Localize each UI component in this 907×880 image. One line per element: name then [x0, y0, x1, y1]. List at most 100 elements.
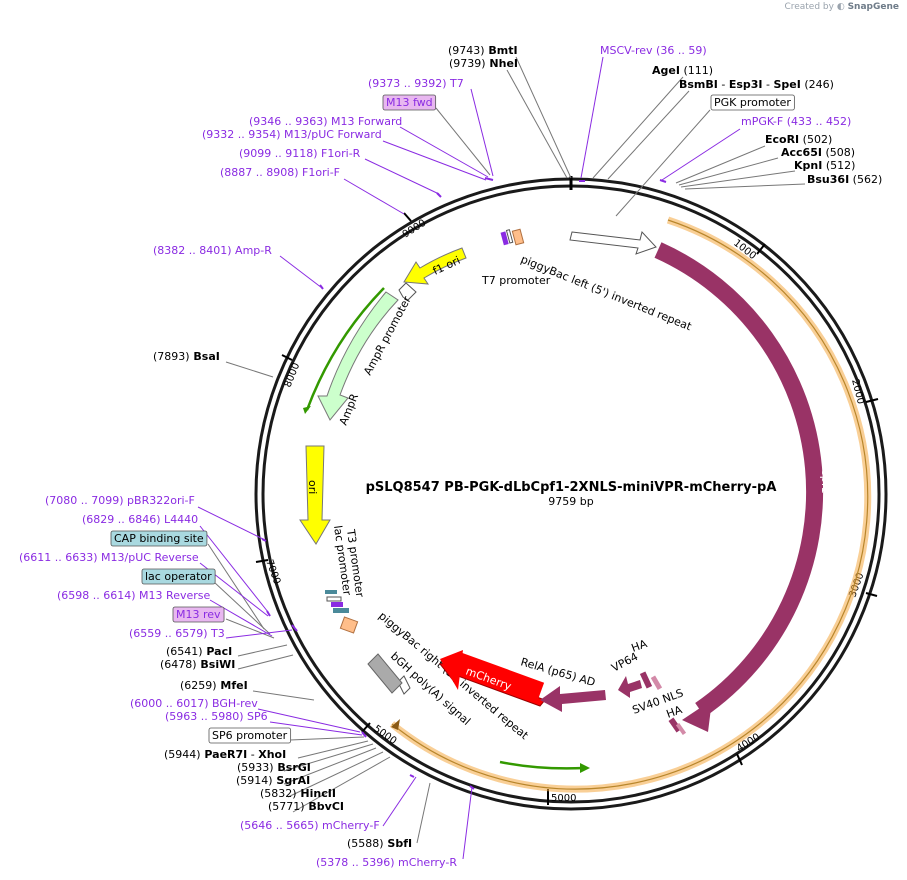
site-label-text: (9373 .. 9392) T7	[368, 77, 464, 90]
site-label-text: (9332 .. 9354) M13/pUC Forward	[202, 128, 382, 141]
site-label-part: M13 Forward	[328, 115, 403, 128]
site-label-27: (6541) PacI	[166, 645, 232, 658]
site-label-part: Acc65I	[781, 146, 822, 159]
tick-label-8000: 8000	[283, 361, 303, 389]
site-label-11: EcoRI (502)	[765, 133, 832, 146]
site-label-text: (6559 .. 6579) T3	[129, 627, 225, 640]
site-label-text: M13 fwd	[386, 96, 433, 109]
site-label-text: mPGK-F (433 .. 452)	[741, 115, 851, 128]
site-label-part: PacI	[203, 645, 233, 658]
site-label-22: (6611 .. 6633) M13/pUC Reverse	[19, 551, 199, 564]
site-label-text: (7080 .. 7099) pBR322ori-F	[45, 494, 195, 507]
site-label-text: (6541) PacI	[166, 645, 232, 658]
feature-lac-cluster[interactable]: T3 promoter lac promoter	[325, 525, 366, 634]
site-label-part: BsiWI	[197, 658, 236, 671]
site-label-text: PGK promoter	[714, 96, 791, 109]
site-label-part: SpeI	[774, 78, 801, 91]
site-label-part: M13 Reverse	[136, 589, 211, 602]
site-label-part: (8887 .. 8908)	[220, 166, 299, 179]
site-label-part: T3	[208, 627, 225, 640]
site-label-part: BbvCI	[305, 800, 344, 813]
lbcpf1-arrowhead	[682, 700, 712, 732]
site-label-text: (6611 .. 6633) M13/pUC Reverse	[19, 551, 199, 564]
site-label-text: MSCV-rev (36 .. 59)	[600, 44, 707, 57]
ha-label-2: HA	[665, 703, 685, 721]
feature-mcherry[interactable]: mCherry	[439, 650, 546, 707]
tick-label-5000-outer: 5000	[551, 793, 576, 804]
site-label-4: (9373 .. 9392) T7	[368, 77, 464, 90]
site-label-part: (6829 .. 6846)	[82, 513, 161, 526]
piggybac-left-label: piggyBac left (5') inverted repeat	[519, 253, 694, 334]
site-label-text: SP6 promoter	[212, 729, 288, 742]
site-label-part: (111)	[680, 64, 713, 77]
site-label-text: AgeI (111)	[652, 64, 713, 77]
feature-ha-1[interactable]: HA	[630, 637, 653, 689]
site-label-part: M13/pUC Reverse	[98, 551, 199, 564]
site-label-15: (8887 .. 8908) F1ori-F	[220, 166, 340, 179]
site-label-8: (9346 .. 9363) M13 Forward	[249, 115, 402, 128]
site-label-part: (9373 .. 9392)	[368, 77, 447, 90]
site-label-29: (6259) MfeI	[180, 679, 248, 692]
site-label-part: (9346 .. 9363)	[249, 115, 328, 128]
site-label-31: (5963 .. 5980) SP6	[165, 710, 268, 723]
site-label-1: MSCV-rev (36 .. 59)	[600, 44, 707, 57]
site-label-part: MfeI	[217, 679, 248, 692]
green-marker-bottom	[499, 760, 590, 773]
site-label-text: (8887 .. 8908) F1ori-F	[220, 166, 340, 179]
feature-vp64[interactable]: VP64	[609, 650, 642, 698]
site-label-23: lac operator	[141, 568, 216, 585]
site-label-box	[172, 606, 225, 623]
site-label-text: Bsu36I (562)	[807, 173, 882, 186]
site-label-18: (7893) BsaI	[153, 350, 220, 363]
site-label-3: AgeI (111)	[652, 64, 713, 77]
site-label-34: (5933) BsrGI	[237, 761, 311, 774]
site-label-text: (5378 .. 5396) mCherry-R	[316, 856, 457, 869]
site-label-part: F1ori-R	[318, 147, 361, 160]
site-label-part: mCherry-R	[395, 856, 458, 869]
site-label-part: L4440	[161, 513, 199, 526]
site-label-box	[710, 94, 795, 111]
site-label-text: (5588) SbfI	[347, 837, 412, 850]
site-label-part: (5944)	[164, 748, 201, 761]
feature-f1-ori[interactable]: f1 ori	[403, 247, 467, 285]
site-label-33: (5944) PaeR7I - XhoI	[164, 748, 286, 761]
feature-t7-promoter[interactable]: T7 promoter	[481, 228, 551, 287]
site-label-part: (9099 .. 9118)	[239, 147, 318, 160]
site-label-part: -	[247, 748, 258, 761]
site-label-6: M13 fwd	[382, 94, 437, 111]
site-label-2: (9739) NheI	[449, 57, 518, 70]
site-label-part: (36 .. 59)	[653, 44, 707, 57]
site-label-part: pBR322ori-F	[124, 494, 195, 507]
feature-lbcpf1[interactable]: LbCpf1	[654, 242, 832, 732]
site-label-part: (6559 .. 6579)	[129, 627, 208, 640]
feature-ori[interactable]: ori	[299, 445, 331, 545]
site-label-part: SgrAI	[273, 774, 311, 787]
snapgene-credit: Created by ◐ SnapGene	[784, 2, 899, 12]
site-label-14: KpnI (512)	[794, 159, 855, 172]
leader-lines	[197, 56, 806, 860]
site-label-text: (7893) BsaI	[153, 350, 220, 363]
site-label-part: Amp-R	[232, 244, 273, 257]
site-label-text: EcoRI (502)	[765, 133, 832, 146]
site-label-part: (433 .. 452)	[783, 115, 851, 128]
feature-ha-2[interactable]: HA	[665, 703, 687, 736]
site-label-text: (6478) BsiWI	[160, 658, 235, 671]
site-label-13: Acc65I (508)	[781, 146, 855, 159]
site-label-part: (5914)	[236, 774, 273, 787]
site-label-box	[382, 94, 437, 111]
site-label-10: (9332 .. 9354) M13/pUC Forward	[202, 128, 382, 141]
site-label-part: SP6	[244, 710, 268, 723]
site-label-part: (5963 .. 5980)	[165, 710, 244, 723]
site-label-part: BsmBI	[679, 78, 718, 91]
site-label-part: (9743)	[448, 44, 485, 57]
t7-promoter-label: T7 promoter	[481, 274, 551, 287]
site-label-text: (5933) BsrGI	[237, 761, 311, 774]
t3-promoter-block	[339, 616, 359, 634]
site-label-part: F1ori-F	[299, 166, 340, 179]
site-label-part: (502)	[799, 133, 832, 146]
site-label-part: (5771)	[268, 800, 305, 813]
site-label-part: M13/pUC Forward	[281, 128, 382, 141]
site-label-part: Esp3I	[729, 78, 763, 91]
site-label-39: (5588) SbfI	[347, 837, 412, 850]
